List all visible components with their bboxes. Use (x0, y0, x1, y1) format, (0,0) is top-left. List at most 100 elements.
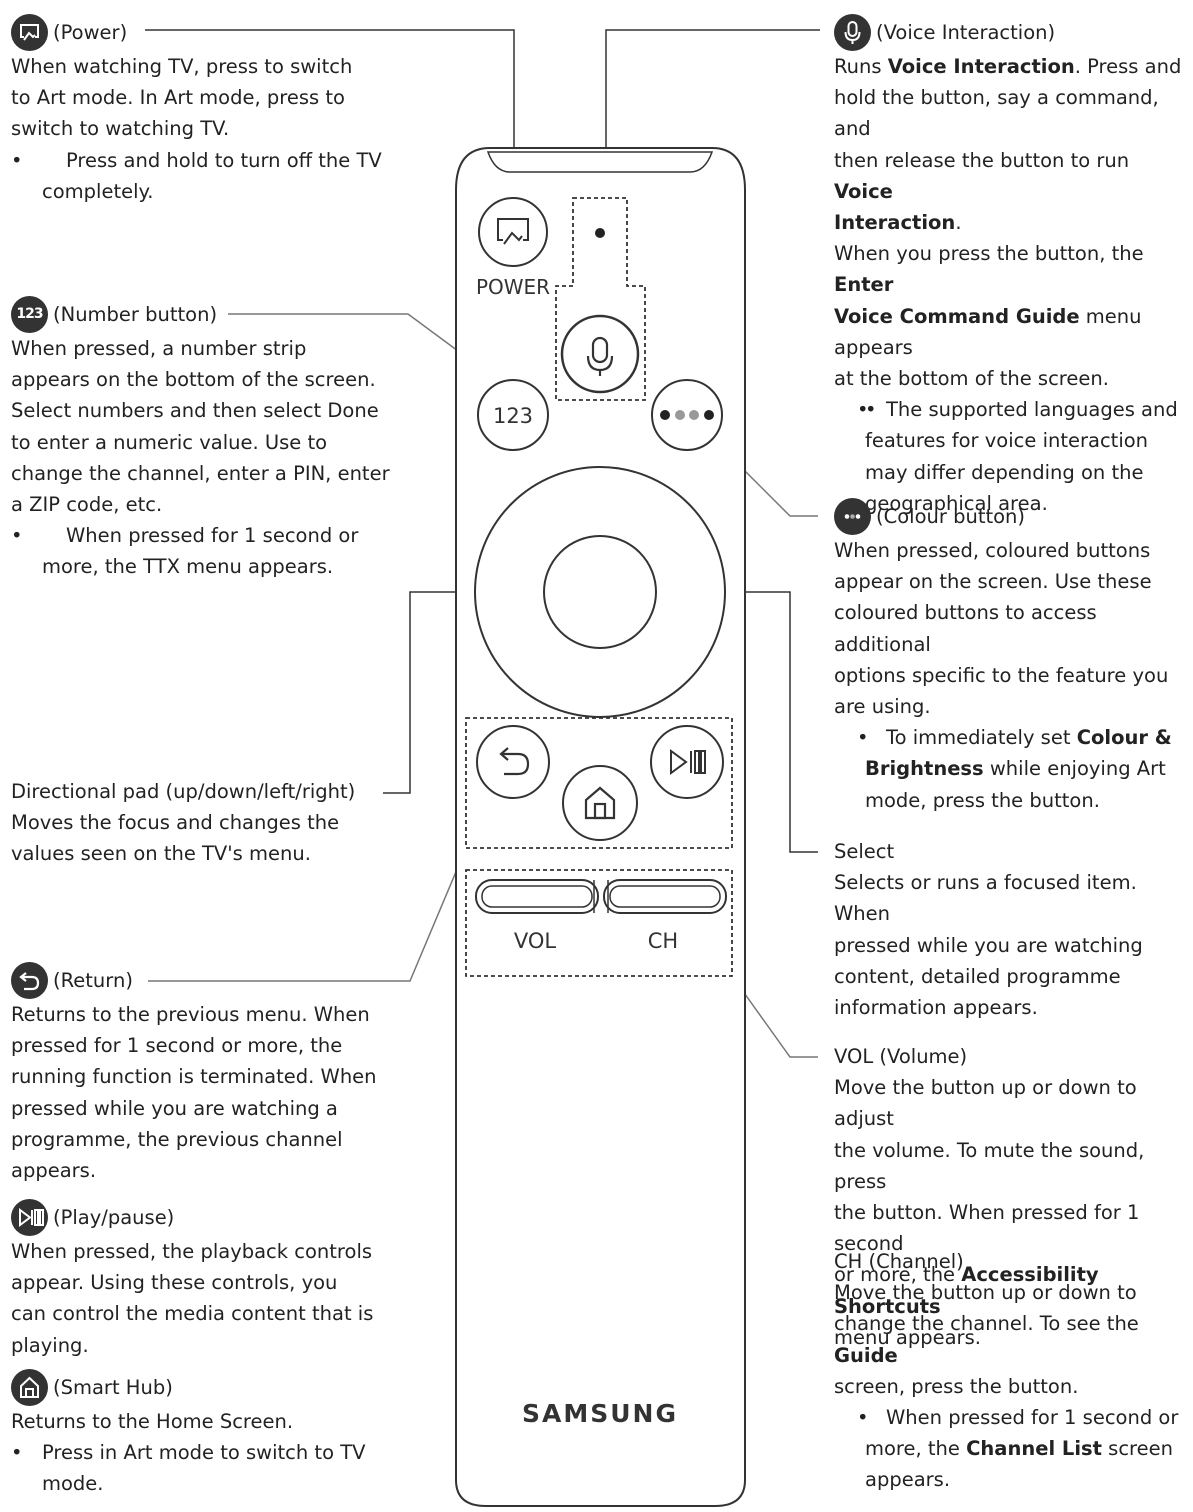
number-bullet: When pressed for 1 second or more, the T… (11, 520, 401, 582)
colour-dots-icon (834, 498, 871, 535)
return-line-3: running function is terminated. When (11, 1065, 377, 1089)
dpad-line-2: values seen on the TV's menu. (11, 842, 311, 866)
colour-button[interactable] (651, 379, 723, 451)
smarthub-bullet-line-1: Press in Art mode to switch to TV (42, 1441, 366, 1465)
select-line-3: content, detailed programme (834, 964, 1121, 988)
ch-description: CH (Channel) Move the button up or down … (834, 1246, 1193, 1496)
volume-rocker[interactable] (475, 879, 599, 914)
play-pause-icon (670, 749, 706, 775)
voice-line-5: When you press the button, the Enter (834, 242, 1144, 297)
play-line-1: When pressed, the playback controls (11, 1240, 373, 1263)
leader-vol (731, 975, 818, 1058)
voice-description: (Voice Interaction) Runs Voice Interacti… (834, 14, 1193, 519)
art-mode-power-icon (497, 218, 529, 245)
number-line-2: appears on the bottom of the screen. (11, 368, 376, 392)
power-bullet-line-2: completely. (42, 179, 154, 203)
number-line-4: to enter a numeric value. Use to (11, 430, 328, 454)
nav-buttons-area (465, 717, 733, 849)
microphone-icon (586, 336, 614, 376)
dpad-description: Directional pad (up/down/left/right) Mov… (11, 776, 411, 870)
select-line-2: pressed while you are watching (834, 933, 1143, 957)
number-description: 123 (Number button) When pressed, a numb… (11, 296, 401, 583)
number-line-1: When pressed, a number strip (11, 337, 307, 360)
ch-line-3: screen, press the button. (834, 1374, 1079, 1398)
vol-line-1: Move the button up or down to adjust (834, 1076, 1137, 1131)
channel-rocker[interactable] (603, 879, 727, 914)
return-line-1: Returns to the previous menu. When (11, 1003, 370, 1026)
voice-bullet-line-4: geographical area. (865, 491, 1048, 515)
ch-title: CH (Channel) (834, 1250, 964, 1273)
remote-top-notch (486, 151, 714, 173)
power-bullet: Press and hold to turn off the TV comple… (11, 145, 391, 207)
colour-dots-icon (660, 410, 714, 420)
leader-power (145, 29, 515, 200)
power-button[interactable] (478, 197, 548, 267)
play-line-4: playing. (11, 1333, 89, 1357)
voice-button[interactable] (560, 314, 640, 394)
vol-ch-area (465, 869, 733, 977)
voice-bullet-line-1: The supported languages and (886, 398, 1178, 422)
return-icon (11, 962, 48, 999)
dpad-line-1: Moves the focus and changes the (11, 811, 340, 835)
select-line-1: Selects or runs a focused item. When (834, 871, 1137, 926)
return-line-4: pressed while you are watching a (11, 1096, 338, 1120)
colour-line-5: are using. (834, 695, 931, 719)
ch-label: CH (648, 929, 678, 953)
colour-title: (Colour button) (876, 504, 1026, 528)
microphone-icon (834, 14, 871, 51)
voice-line-2: hold the button, say a command, and (834, 86, 1159, 141)
colour-line-3: coloured buttons to access additional (834, 601, 1097, 656)
power-bullet-line-1: Press and hold to turn off the TV (66, 148, 382, 172)
colour-line-2: appear on the screen. Use these (834, 570, 1152, 594)
home-icon (11, 1369, 48, 1406)
ch-bullet: •When pressed for 1 second or more, the … (857, 1406, 1179, 1492)
vol-line-5: menu appears. (834, 1325, 981, 1349)
play-description: (Play/pause) When pressed, the playback … (11, 1199, 401, 1361)
return-icon (499, 747, 530, 776)
play-title: (Play/pause) (53, 1205, 175, 1229)
smarthub-title: (Smart Hub) (53, 1375, 173, 1399)
smarthub-bullet-line-2: mode. (42, 1472, 104, 1496)
return-line-5: programme, the previous channel (11, 1127, 343, 1151)
vol-description: VOL (Volume) Move the button up or down … (834, 1041, 1193, 1353)
number-button[interactable] (477, 379, 549, 451)
voice-line-1: Runs Voice Interaction. Press and (834, 55, 1182, 78)
vol-title: VOL (Volume) (834, 1045, 968, 1068)
return-description: (Return) Returns to the previous menu. W… (11, 962, 401, 1186)
voice-bullet-line-3: may differ depending on the (865, 460, 1144, 484)
play-line-3: can control the media content that is (11, 1302, 374, 1326)
play-pause-icon (11, 1199, 48, 1236)
colour-bullet: •To immediately set Colour & Brightness … (857, 726, 1172, 812)
colour-line-4: options specific to the feature you (834, 663, 1169, 687)
art-mode-power-icon (11, 14, 48, 51)
power-label: POWER (476, 275, 550, 299)
number-button-label: 123 (493, 404, 533, 428)
vol-line-4: or more, the Accessibility Shortcuts (834, 1263, 1099, 1318)
ch-line-2: change the channel. To see the Guide (834, 1312, 1139, 1367)
voice-line-7: at the bottom of the screen. (834, 367, 1109, 391)
number-icon: 123 (11, 296, 48, 333)
power-line-1: When watching TV, press to switch (11, 55, 353, 78)
number-bullet-line-2: more, the TTX menu appears. (42, 555, 334, 579)
ch-line-1: Move the button up or down to (834, 1281, 1137, 1305)
samsung-logo: SAMSUNG (522, 1399, 678, 1428)
number-line-6: a ZIP code, etc. (11, 493, 163, 517)
voice-bullet: •The supported languages and features fo… (834, 394, 1193, 519)
power-description: (Power) When watching TV, press to switc… (11, 14, 391, 207)
return-line-2: pressed for 1 second or more, the (11, 1034, 343, 1058)
vol-label: VOL (514, 929, 557, 953)
number-line-5: change the channel, enter a PIN, enter (11, 461, 390, 485)
smarthub-bullet: Press in Art mode to switch to TV mode. (11, 1437, 401, 1499)
power-title: (Power) (53, 20, 128, 44)
vol-line-3: the button. When pressed for 1 second (834, 1201, 1140, 1256)
leader-voice (605, 29, 820, 198)
colour-description: (Colour button) When pressed, coloured b… (834, 498, 1193, 816)
select-title: Select (834, 840, 895, 863)
mic-hole (595, 228, 605, 238)
voice-line-6: Voice Command Guide menu appears (834, 304, 1142, 359)
return-button[interactable] (476, 725, 550, 799)
power-line-2: to Art mode. In Art mode, press to (11, 86, 345, 110)
select-button[interactable] (543, 535, 657, 649)
number-line-3: Select numbers and then select Done (11, 399, 379, 423)
